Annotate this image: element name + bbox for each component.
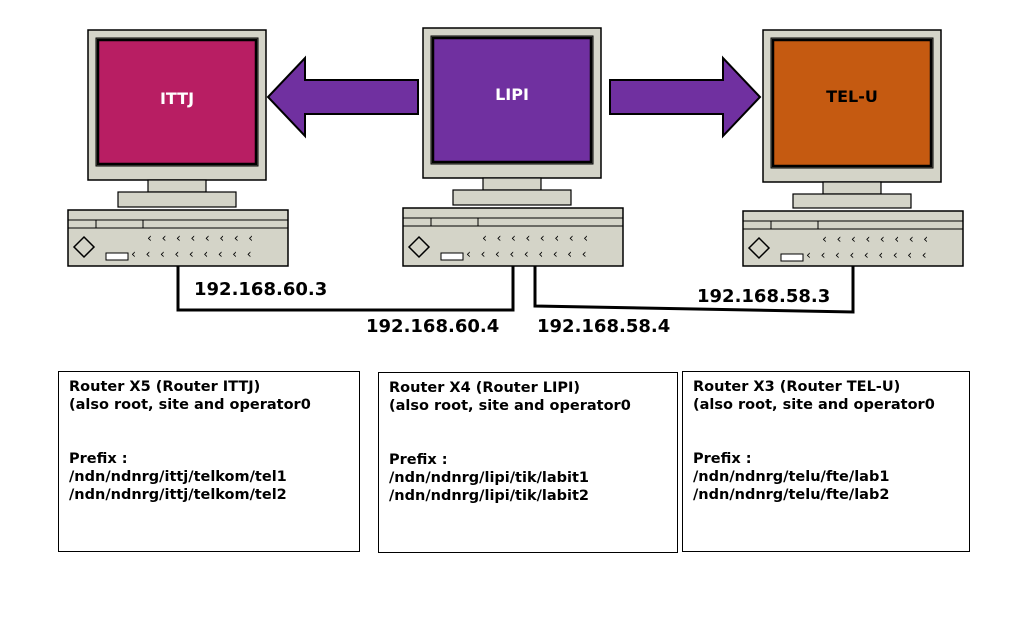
computer-label-telu: TEL-U	[826, 87, 878, 106]
computer-telu: ‹ ‹ ‹ ‹ ‹ ‹ ‹ ‹ ‹ ‹ ‹ ‹ ‹ ‹ ‹ ‹ ‹ TEL-U	[742, 29, 964, 267]
computer-label-lipi: LIPI	[495, 85, 529, 104]
router-box-lipi: Router X4 (Router LIPI) (also root, site…	[378, 372, 678, 553]
router-title: Router X4 (Router LIPI)	[389, 380, 581, 396]
svg-text:‹ ‹ ‹ ‹ ‹ ‹ ‹ ‹: ‹ ‹ ‹ ‹ ‹ ‹ ‹ ‹	[146, 231, 254, 245]
svg-text:‹ ‹ ‹ ‹ ‹ ‹ ‹ ‹ ‹: ‹ ‹ ‹ ‹ ‹ ‹ ‹ ‹ ‹	[805, 248, 928, 262]
prefix-label: Prefix :	[693, 451, 752, 467]
svg-text:‹ ‹ ‹ ‹ ‹ ‹ ‹ ‹ ‹: ‹ ‹ ‹ ‹ ‹ ‹ ‹ ‹ ‹	[465, 247, 588, 261]
prefix-item: /ndn/ndnrg/telu/fte/lab1	[693, 469, 890, 485]
computer-ittj: ‹ ‹ ‹ ‹ ‹ ‹ ‹ ‹ ‹ ‹ ‹ ‹ ‹ ‹ ‹ ‹ ‹ ITTJ	[67, 29, 289, 267]
router-title: Router X3 (Router TEL-U)	[693, 379, 901, 395]
router-box-telu: Router X3 (Router TEL-U) (also root, sit…	[682, 371, 970, 552]
ip-label-ittj: 192.168.60.3	[194, 279, 327, 300]
screen-ittj	[96, 38, 258, 166]
prefix-item: /ndn/ndnrg/telu/fte/lab2	[693, 487, 890, 503]
svg-text:‹ ‹ ‹ ‹ ‹ ‹ ‹ ‹ ‹: ‹ ‹ ‹ ‹ ‹ ‹ ‹ ‹ ‹	[130, 247, 253, 261]
computer-label-ittj: ITTJ	[160, 89, 194, 108]
ip-label-lipi-60: 192.168.60.4	[366, 316, 499, 337]
router-title: Router X5 (Router ITTJ)	[69, 379, 261, 395]
cable-lipi-telu	[533, 266, 855, 314]
prefix-label: Prefix :	[69, 451, 128, 467]
prefix-label: Prefix :	[389, 452, 448, 468]
cable-ittj-lipi	[176, 266, 515, 312]
screen-telu	[771, 38, 933, 168]
router-subtitle: (also root, site and operator0	[693, 397, 935, 413]
prefix-item: /ndn/ndnrg/lipi/tik/labit1	[389, 470, 590, 486]
router-subtitle: (also root, site and operator0	[69, 397, 311, 413]
router-box-ittj: Router X5 (Router ITTJ) (also root, site…	[58, 371, 360, 552]
screen-lipi	[431, 36, 593, 164]
prefix-item: /ndn/ndnrg/ittj/telkom/tel2	[69, 487, 287, 503]
svg-text:‹ ‹ ‹ ‹ ‹ ‹ ‹ ‹: ‹ ‹ ‹ ‹ ‹ ‹ ‹ ‹	[821, 232, 929, 246]
arrow-left	[266, 55, 419, 139]
computer-lipi: ‹ ‹ ‹ ‹ ‹ ‹ ‹ ‹ ‹ ‹ ‹ ‹ ‹ ‹ ‹ ‹ ‹ LIPI	[402, 27, 624, 267]
svg-text:‹ ‹ ‹ ‹ ‹ ‹ ‹ ‹: ‹ ‹ ‹ ‹ ‹ ‹ ‹ ‹	[481, 231, 589, 245]
ip-label-lipi-58: 192.168.58.4	[537, 316, 670, 337]
arrow-right	[609, 55, 762, 139]
prefix-item: /ndn/ndnrg/lipi/tik/labit2	[389, 488, 590, 504]
prefix-item: /ndn/ndnrg/ittj/telkom/tel1	[69, 469, 287, 485]
ip-label-telu: 192.168.58.3	[697, 286, 830, 307]
router-subtitle: (also root, site and operator0	[389, 398, 631, 414]
